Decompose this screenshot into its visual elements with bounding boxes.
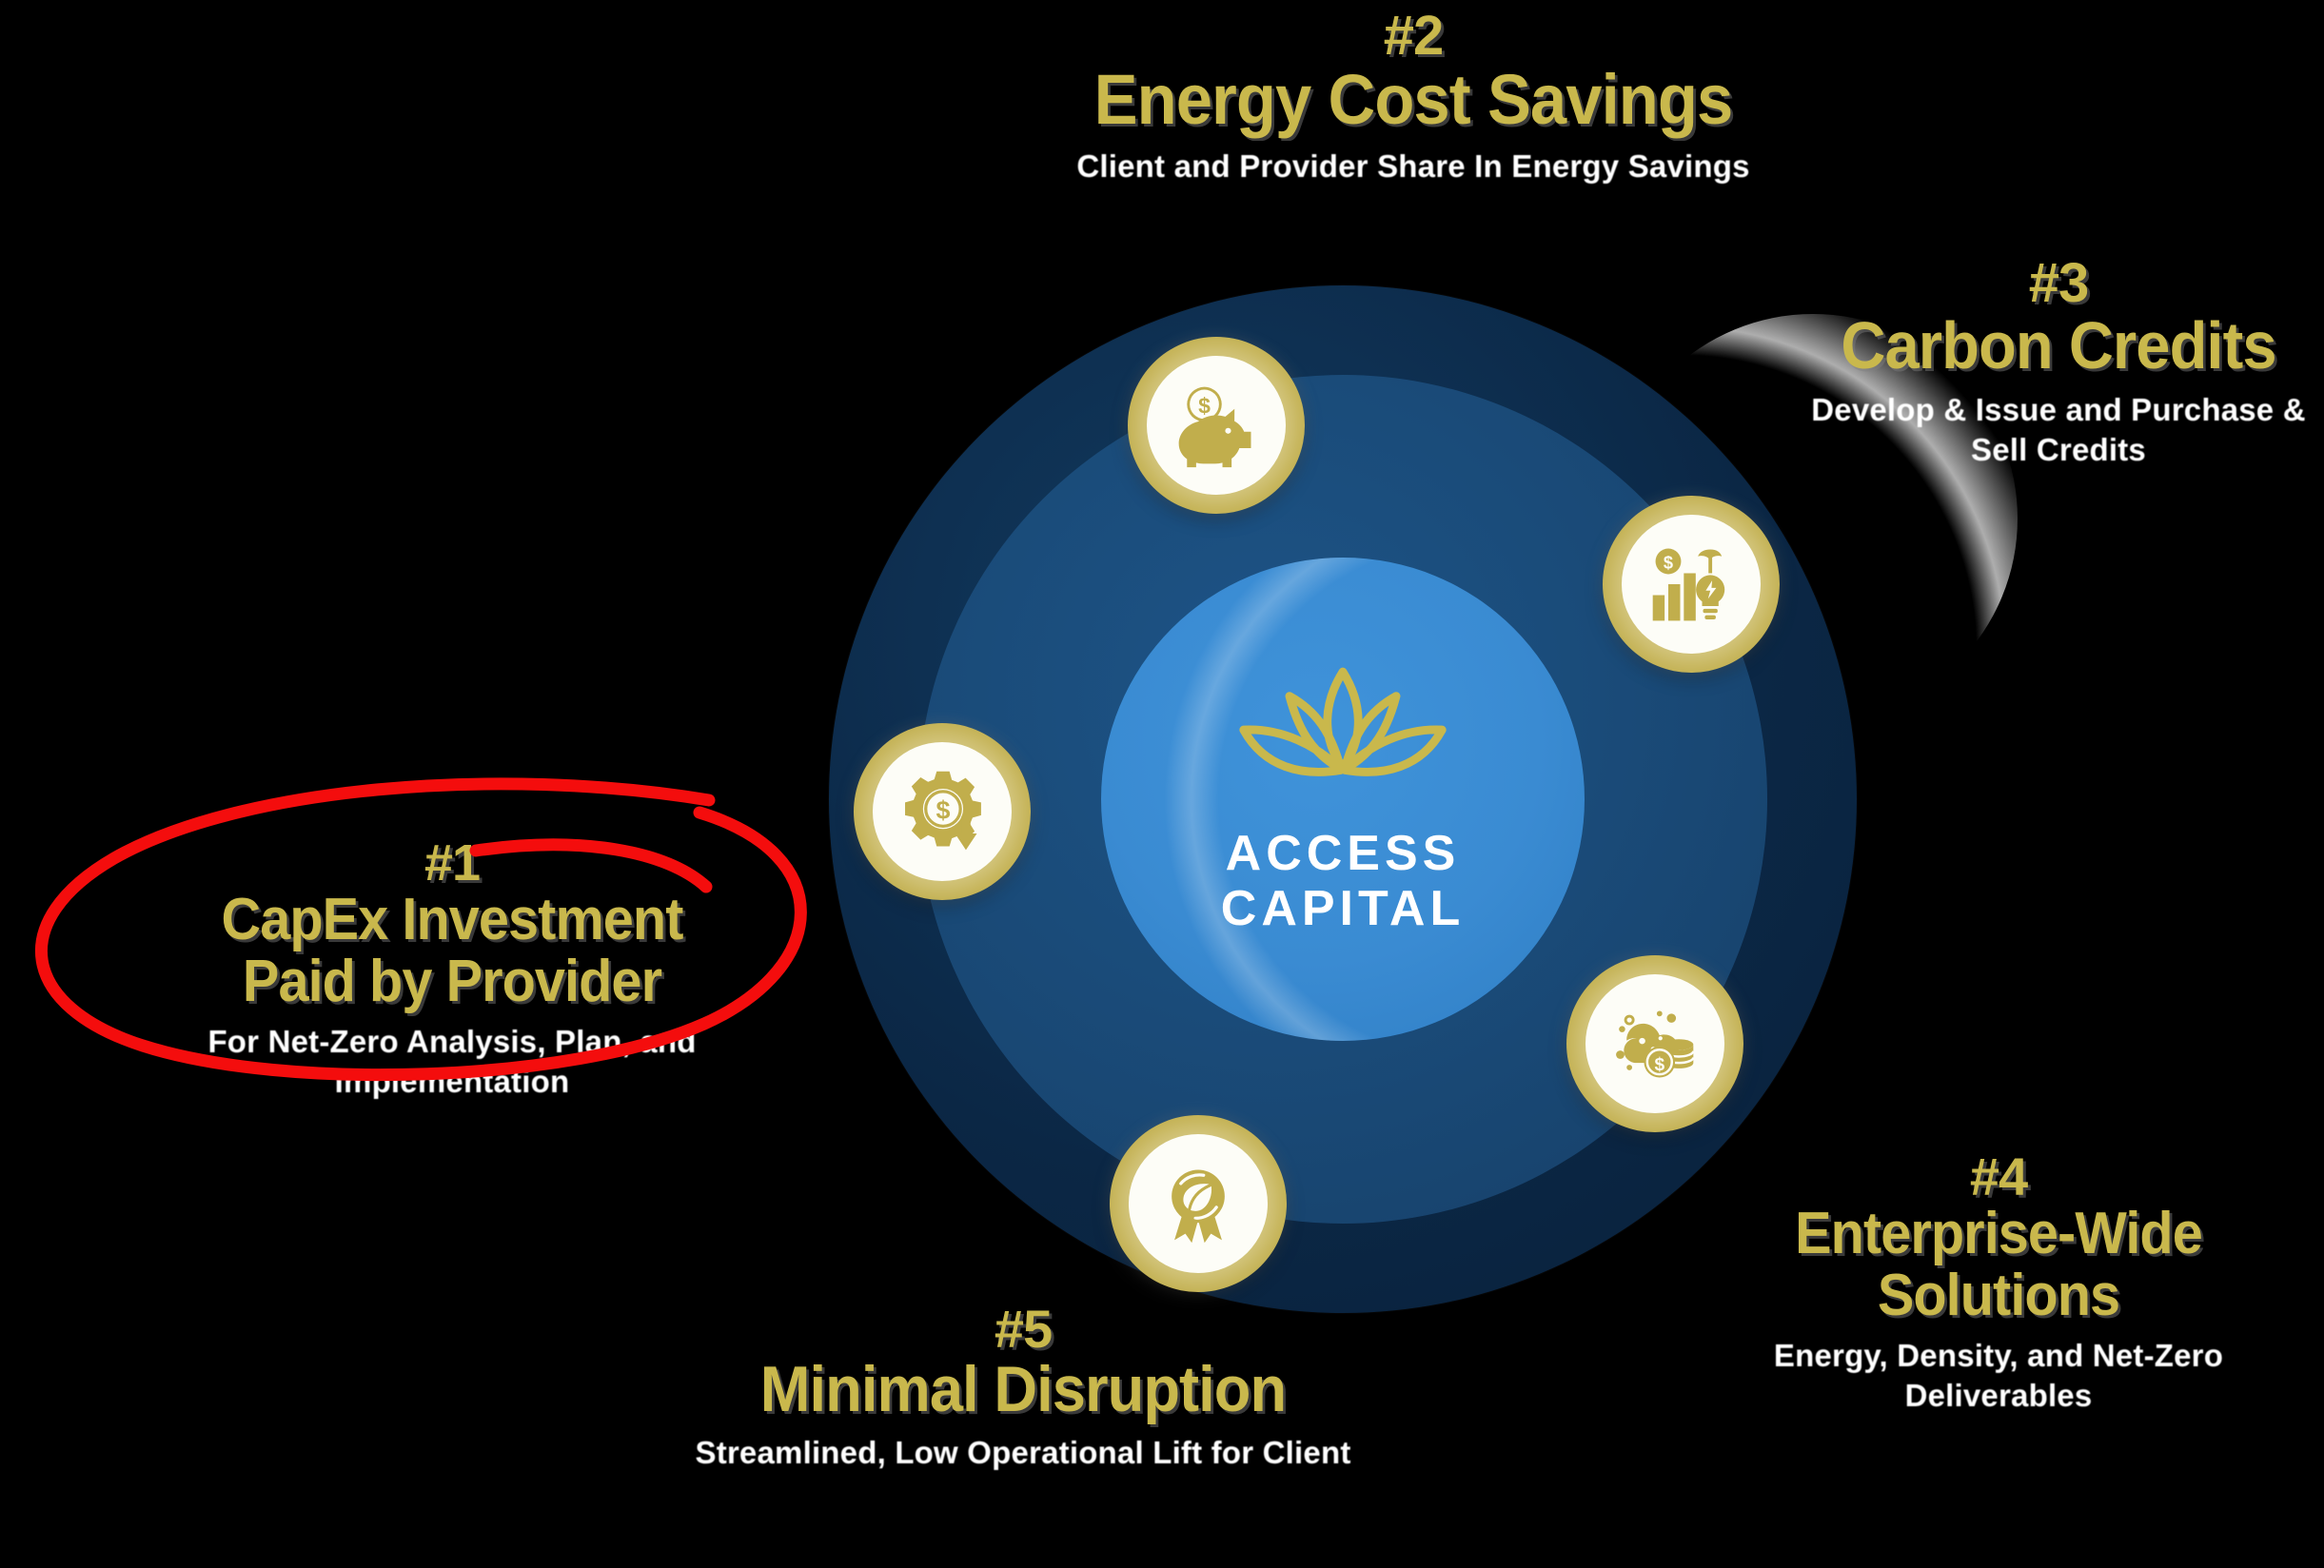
benefit-block-4: #4 Enterprise-Wide Solutions Energy, Den…	[1704, 1149, 2294, 1417]
svg-text:$: $	[1198, 394, 1211, 419]
benefit-block-5: #5 Minimal Disruption Streamlined, Low O…	[609, 1302, 1437, 1473]
benefit-subtitle: Streamlined, Low Operational Lift for Cl…	[695, 1434, 1351, 1470]
benefit-title-line1: Carbon Credits	[1841, 308, 2276, 383]
svg-text:$: $	[1654, 1055, 1664, 1075]
badge-capex-investment[interactable]: $	[854, 723, 1031, 900]
svg-text:$: $	[1664, 553, 1673, 573]
badge-enterprise-wide-solutions[interactable]: $	[1566, 955, 1743, 1132]
center-hub[interactable]: ACCESS CAPITAL	[1101, 558, 1585, 1041]
benefit-title-line2: Solutions	[1877, 1262, 2120, 1328]
badge-energy-cost-savings[interactable]: $	[1128, 337, 1305, 514]
benefit-subtitle: For Net-Zero Analysis, Plan, and Impleme…	[207, 1024, 697, 1100]
benefit-subtitle: Develop & Issue and Purchase & Sell Cred…	[1811, 391, 2306, 468]
lotus-flower-icon	[1239, 667, 1447, 776]
brand-name-line1: ACCESS	[1225, 825, 1461, 881]
benefit-number: #5	[994, 1299, 1053, 1359]
benefit-number: #4	[1969, 1147, 2028, 1206]
svg-text:$: $	[936, 796, 950, 825]
brand-name-line2: CAPITAL	[1220, 881, 1466, 936]
badge-inner: $	[1585, 974, 1724, 1113]
benefit-subtitle: Energy, Density, and Net-Zero Deliverabl…	[1773, 1338, 2224, 1414]
benefit-block-2: #2 Energy Cost Savings Client and Provid…	[1037, 8, 1789, 186]
piggy-bank-dollar-icon: $	[1178, 386, 1251, 468]
badge-inner: $	[1147, 356, 1286, 495]
bar-chart-dollar-lightbulb-plant-icon: $	[1652, 548, 1725, 621]
gear-dollar-down-arrow-icon: $	[905, 771, 981, 851]
benefit-title-line2: Paid by Provider	[242, 948, 662, 1014]
badge-inner	[1129, 1134, 1268, 1273]
benefit-subtitle: Client and Provider Share In Energy Savi…	[1076, 148, 1750, 185]
benefit-title-line1: CapEx Investment	[221, 887, 683, 953]
eco-award-leaf-ribbon-icon	[1172, 1169, 1225, 1244]
benefit-number: #3	[2028, 252, 2090, 314]
badge-inner: $	[1622, 515, 1761, 654]
benefit-title-line1: Minimal Disruption	[759, 1353, 1287, 1426]
carbon-cloud-coins-icon: $	[1616, 1010, 1695, 1078]
badge-carbon-credits[interactable]: $	[1603, 496, 1780, 673]
benefit-title-line1: Energy Cost Savings	[1093, 60, 1734, 140]
benefit-block-1: #1 CapEx Investment Paid by Provider For…	[57, 834, 847, 1102]
benefit-number: #2	[1383, 5, 1445, 67]
benefit-number: #1	[423, 834, 481, 892]
badge-inner: $	[873, 742, 1012, 881]
benefit-block-3: #3 Carbon Credits Develop & Issue and Pu…	[1787, 255, 2324, 470]
badge-minimal-disruption[interactable]	[1110, 1115, 1287, 1292]
benefit-title-line1: Enterprise-Wide	[1795, 1201, 2203, 1267]
